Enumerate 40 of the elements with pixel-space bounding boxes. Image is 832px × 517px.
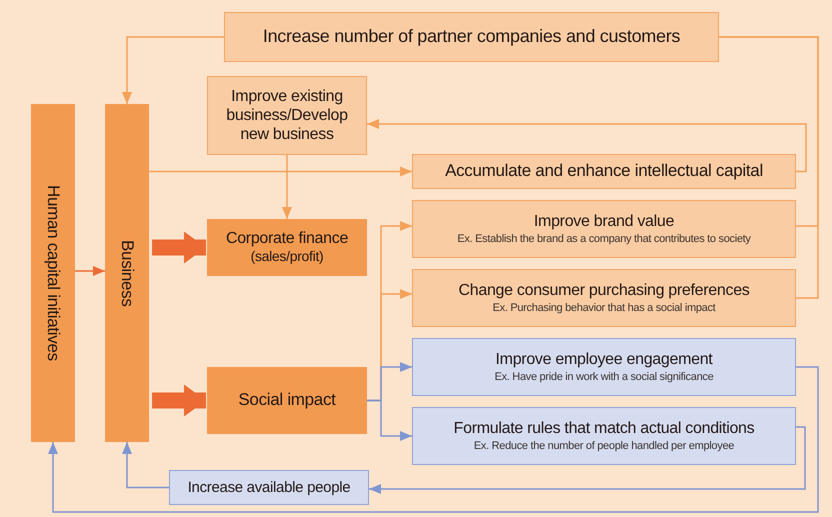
- node-title: Improve employee engagement: [496, 350, 712, 369]
- connector-arrow: [282, 155, 292, 219]
- node-title: Increase available people: [188, 478, 350, 496]
- node-title: Change consumer purchasing preferences: [458, 280, 750, 300]
- example-note: Ex. Establish the brand as a company that contributes to society: [457, 232, 751, 246]
- node-title: Corporate finance: [226, 229, 348, 248]
- process-box: [412, 338, 796, 396]
- vertical-bar: [31, 104, 75, 442]
- connector-arrow: [75, 266, 105, 276]
- connector-arrow: [367, 119, 807, 172]
- example-note: Ex. Have pride in work with a social significance: [494, 370, 714, 384]
- node-title: Business: [117, 240, 138, 306]
- process-box: [207, 367, 367, 434]
- connector-arrow: [149, 166, 412, 176]
- example-note: Ex. Purchasing behavior that has a social impact: [492, 302, 716, 316]
- connector-arrow: [48, 366, 819, 513]
- connector-arrow: [122, 36, 224, 104]
- node-title: Social impact: [238, 390, 336, 411]
- node-title: Human capital initiatives: [43, 185, 64, 361]
- vertical-bar: [105, 104, 149, 442]
- block-arrow: [152, 384, 206, 416]
- node-title: Improve brand value: [534, 212, 674, 231]
- node-subtitle: (sales/profit): [250, 248, 324, 266]
- process-box: [412, 200, 796, 258]
- process-box: [412, 269, 796, 327]
- node-title: Accumulate and enhance intellectual capital: [445, 161, 763, 182]
- connector-arrow: [122, 442, 169, 488]
- process-box: [224, 12, 719, 62]
- node-title: Improve existing business/Develop new business: [225, 86, 349, 144]
- process-box: [207, 76, 367, 155]
- example-note: Ex. Reduce the number of people handled per employee: [474, 440, 734, 454]
- block-arrow: [152, 232, 206, 264]
- process-box: [169, 470, 369, 505]
- process-box: [412, 407, 796, 465]
- connector-arrow: [369, 426, 806, 494]
- node-title: Formulate rules that match actual conditions: [454, 418, 754, 438]
- node-title: Increase number of partner companies and customers: [262, 26, 680, 48]
- process-box: [207, 219, 367, 276]
- process-box: [412, 154, 796, 189]
- connector-arrow: [367, 400, 412, 441]
